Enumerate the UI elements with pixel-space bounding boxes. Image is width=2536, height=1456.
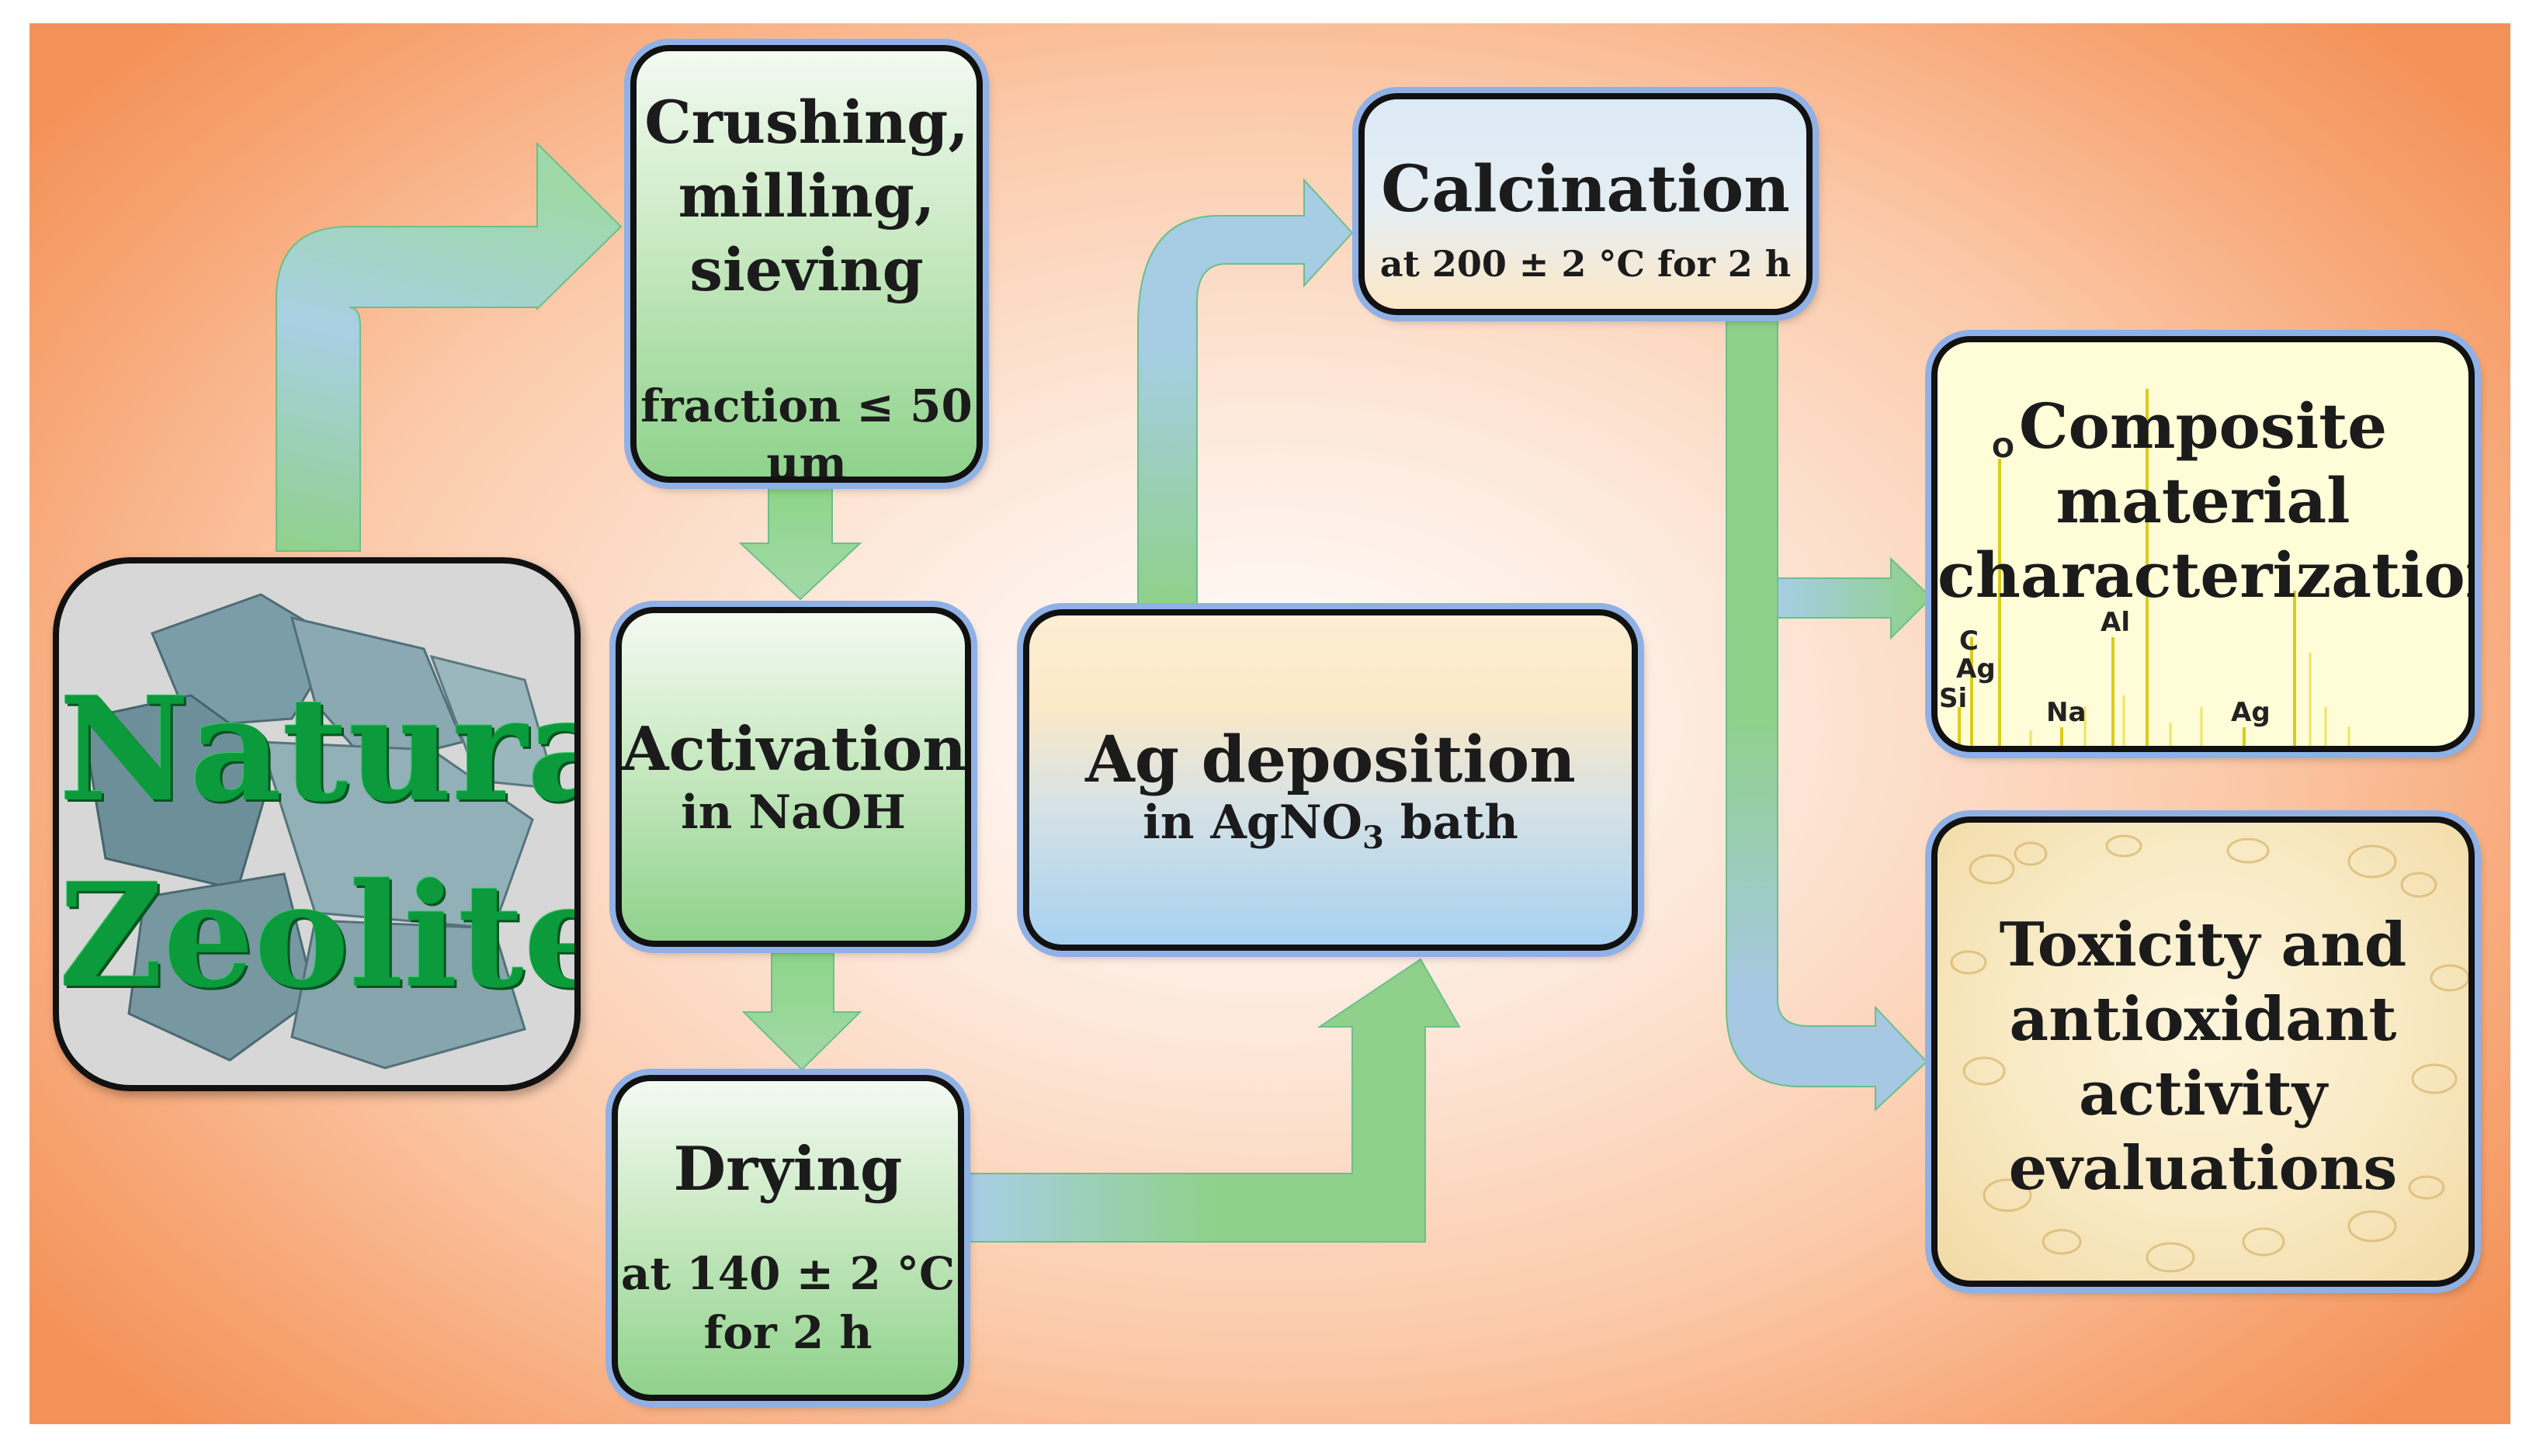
arrow-calcination-trunk (1726, 317, 1928, 1112)
ag-deposition-detail-suffix: bath (1383, 796, 1518, 850)
toxicity-title-line3: activity (2079, 1059, 2327, 1129)
spectrum-label-ag-1: Ag (1956, 653, 1996, 685)
crushing-detail-line1: fraction ≤ 50 (640, 380, 973, 432)
characterization-title-line1: Composite (2018, 390, 2388, 463)
ag-deposition-step-title: Ag deposition (1085, 723, 1576, 797)
natural-zeolite-label: Natural Zeolite (59, 657, 574, 1029)
calcination-step-detail: at 200 ± 2 °C for 2 h (1379, 243, 1792, 285)
characterization-title-line3: characterizations (1938, 539, 2468, 612)
activation-step-title: Activation (622, 714, 966, 785)
cell-texture-image (1950, 834, 2468, 1273)
zeolite-rocks-image (81, 593, 558, 1069)
drying-step-title: Drying (673, 1134, 903, 1205)
toxicity-outcome-box: Toxicity and antioxidant activity evalua… (1931, 816, 2475, 1287)
crushing-title-line3: sieving (689, 235, 924, 304)
spectrum-label-o: O (1992, 433, 2014, 464)
crushing-detail-line2: μm (766, 437, 847, 483)
calcination-step-box: Calcination at 200 ± 2 °C for 2 h (1358, 93, 1813, 315)
arrow-activation-to-drying (741, 952, 862, 1071)
spectrum-label-c: C (1959, 626, 1979, 657)
drying-detail-line1: at 140 ± 2 °C (620, 1247, 956, 1300)
drying-step-detail: at 140 ± 2 °C for 2 h (618, 1244, 958, 1362)
characterization-title-line2: material (2056, 464, 2350, 537)
spectrum-label-ag-2: Ag (2231, 697, 2271, 728)
ag-deposition-step-box: Ag deposition in AgNO3 bath (1023, 609, 1638, 951)
arrow-to-characterization (1777, 556, 1933, 640)
calcination-step-title: Calcination (1381, 152, 1790, 227)
ag-deposition-step-detail: in AgNO3 bath (1029, 796, 1632, 856)
characterization-outcome-title: Composite material characterizations (1938, 389, 2468, 612)
activation-step-detail: in NaOH (681, 785, 906, 840)
drying-step-box: Drying at 140 ± 2 °C for 2 h (612, 1075, 964, 1401)
crushing-step-title: Crushing, milling, sieving (637, 85, 977, 307)
natural-zeolite-box: Natural Zeolite (53, 557, 581, 1091)
arrow-crushing-to-activation (738, 487, 862, 601)
arrow-deposition-to-calcination (1137, 178, 1354, 606)
eds-spectrum-image: O C Ag Si Na Al Ag (1939, 389, 2350, 746)
toxicity-title-line1: Toxicity and (1999, 910, 2407, 980)
crushing-step-box: Crushing, milling, sieving fraction ≤ 50… (630, 45, 983, 483)
drying-detail-line2: for 2 h (703, 1306, 873, 1359)
spectrum-label-al: Al (2101, 607, 2130, 638)
spectrum-label-si: Si (1939, 683, 1967, 714)
toxicity-outcome-title: Toxicity and antioxidant activity evalua… (1938, 908, 2468, 1206)
characterization-outcome-box: O C Ag Si Na Al Ag Composite material ch… (1931, 336, 2475, 752)
ag-deposition-detail-prefix: in AgNO (1143, 796, 1362, 850)
crushing-title-line1: Crushing, (644, 88, 969, 157)
crushing-title-line2: milling, (678, 161, 935, 231)
activation-step-box: Activation in NaOH (616, 607, 971, 947)
arrow-drying-to-deposition (968, 958, 1461, 1243)
natural-zeolite-label-line1: Natural (59, 666, 574, 834)
toxicity-title-line4: evaluations (2008, 1133, 2398, 1204)
ag-deposition-detail-subscript: 3 (1362, 820, 1384, 856)
crushing-step-detail: fraction ≤ 50 μm (637, 377, 977, 483)
toxicity-title-line2: antioxidant (2009, 984, 2397, 1055)
arrow-zeolite-to-crushing (276, 141, 623, 552)
natural-zeolite-label-line2: Zeolite (59, 852, 581, 1020)
spectrum-label-na: Na (2046, 697, 2086, 728)
